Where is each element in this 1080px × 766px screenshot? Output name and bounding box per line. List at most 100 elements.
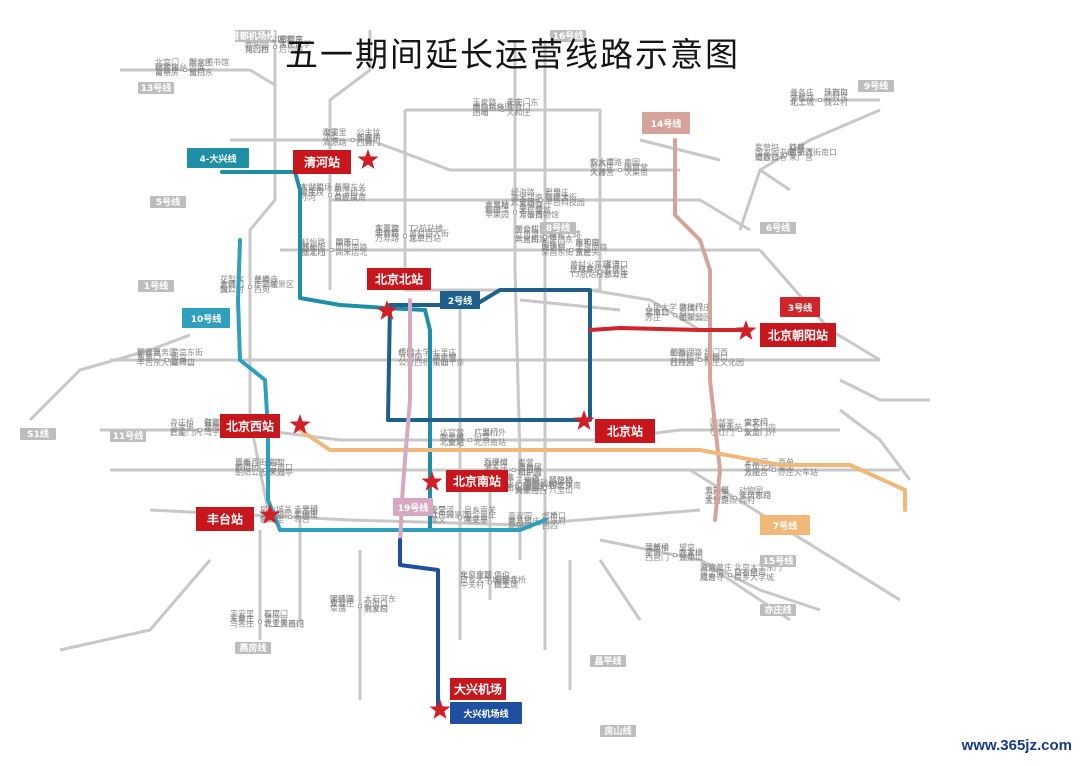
key-station-fengtai: 丰台站 [196,504,281,531]
background-line-31 [759,168,791,192]
star-icon [735,320,757,340]
minor-station-label: 丽泽商务区 [137,347,177,357]
minor-station-label: 农大南路 [590,157,622,167]
station-label-box [760,323,836,347]
minor-station-label: 东直门 [507,102,531,112]
station-dot [487,580,492,585]
minor-station-label: 丰台站 [375,228,399,238]
minor-station-label: 上岸 [744,458,760,467]
minor-station-label: 南法信 [700,567,724,577]
svg-text:16号线: 16号线 [553,30,584,42]
minor-station-label: 通州北苑 [710,422,742,432]
minor-station-label: 花园桥 [245,44,269,54]
station-dot [182,68,187,73]
minor-station-label: 大郊亭 [269,467,293,477]
minor-station-label: 良乡大学城西 [460,575,508,585]
line-tag-gray: 1号线 [138,280,174,292]
station-dot [197,427,202,432]
background-line-5 [403,108,602,292]
minor-station-label: 六里桥 [485,200,509,210]
minor-station-label: 三元桥 [294,504,318,514]
minor-station-label: 四惠东 [541,242,565,252]
minor-station-label: 长春桥 [357,132,381,142]
minor-station-label: 稻香湖路 [670,347,702,357]
minor-station-label: 九棵树 [484,457,508,467]
minor-station-label: 石榴庄 [279,34,303,44]
key-stations: 清河站北京北站北京朝阳站北京西站北京站北京南站丰台站大兴机场 [196,149,836,719]
minor-station-label: 磁器口 [704,352,728,362]
minor-station-label: 西二旗 [549,480,573,490]
station-name: 北京南站 [453,474,501,489]
minor-station-label: 大兴新城 [519,205,551,215]
minor-station-label: 灯市口 [542,511,566,521]
minor-station-label: 广渠门外 [474,427,506,437]
minor-station-label: 昌平东关 [334,182,366,192]
station-dot [329,247,334,252]
line-tag-line7: 7号线 [760,515,810,535]
minor-station-label: 马连洼 [545,192,569,202]
minor-station-label: 东管头南 [549,480,581,490]
line-path-line14 [673,138,722,522]
minor-station-label: 大瓦窑 [375,223,399,233]
minor-station-label: 黄村火车站 [570,259,610,269]
minor-station-label: 丰台东大街 [137,357,177,367]
minor-station-label: T3航站楼 [569,269,604,279]
minor-station-label: 环球度假区 [570,264,610,274]
minor-station-label: 八里桥 [474,427,498,437]
line-tag-daxing: 大兴机场线 [450,702,522,724]
minor-station-label: 西苑 [357,137,373,147]
minor-station-label: 高米店北 [335,247,367,257]
minor-station-label: 生物医药基地 [515,480,563,490]
minor-station-label: 天安门东 [507,97,539,107]
minor-station-label: 枣营 [518,457,534,467]
minor-station-label: 牡丹园 [670,357,694,367]
minor-station-label: 栗园庄 [294,509,318,519]
minor-station-label: 黄庄 [575,247,591,257]
minor-station-label: 金台路 [790,92,814,102]
svg-text:8号线: 8号线 [546,222,570,234]
line-tag-gray: 16号线 [550,30,586,42]
minor-station-label: 房山城关 [260,504,292,514]
minor-station-label: 花庄 [507,97,523,107]
minor-station-label: 鼓楼大街 [545,192,577,202]
minor-station-label: 郎辛庄 [189,57,213,67]
minor-station-label: 望京 [679,552,695,562]
minor-station-label: 崇文门 [364,603,388,613]
background-line-18 [598,559,642,621]
minor-station-label: 良乡南关 [464,505,496,515]
minor-station-label: 大望路 [511,197,535,207]
svg-text:燕房线: 燕房线 [239,642,266,654]
minor-station-label: 珠市口 [171,357,195,367]
minor-station-label: 菜市口 [645,307,669,317]
station-dot [673,553,678,558]
minor-station-label: 金台夕照 [705,495,737,505]
minor-station-label: 巴沟 [545,187,561,197]
minor-station-label: 六里桥 [515,234,539,244]
minor-station-label: 苏庄 [645,312,661,322]
minor-station-label: 阎村 [739,495,755,505]
background-line-30 [699,558,821,612]
minor-station-label: 虎坊桥 [541,242,565,252]
svg-text:亦庄线: 亦庄线 [764,604,791,616]
svg-text:4-大兴线: 4-大兴线 [200,153,237,165]
key-station-beijingbei: 北京北站 [367,268,431,320]
minor-station-label: 十三陵景区 [254,279,294,289]
station-dot [247,284,252,289]
minor-station-label: 公主坟 [300,187,324,197]
minor-station-label: 永丰 [137,352,153,362]
minor-station-label: 五棵松 [604,264,628,274]
minor-station-label: 东风北桥 [744,462,776,472]
minor-station-label: 西钓鱼台 [155,62,187,72]
line-tag-line4: 4-大兴线 [187,148,249,168]
minor-station-label: 北宫门 [155,57,179,67]
svg-text:6号线: 6号线 [766,222,790,234]
minor-station-label: 陶然亭 [710,417,734,427]
minor-station-label: 双井 [789,142,805,152]
svg-text:2号线: 2号线 [448,295,472,307]
line-path-line3 [588,326,747,332]
minor-station-label: 良乡大学城 [734,572,774,582]
minor-station-label: 火器营 [590,167,614,177]
minor-station-label: 南锣鼓巷 [755,152,787,162]
minor-station-label: 万寿路 [375,233,399,243]
svg-text:1号线: 1号线 [144,280,168,292]
